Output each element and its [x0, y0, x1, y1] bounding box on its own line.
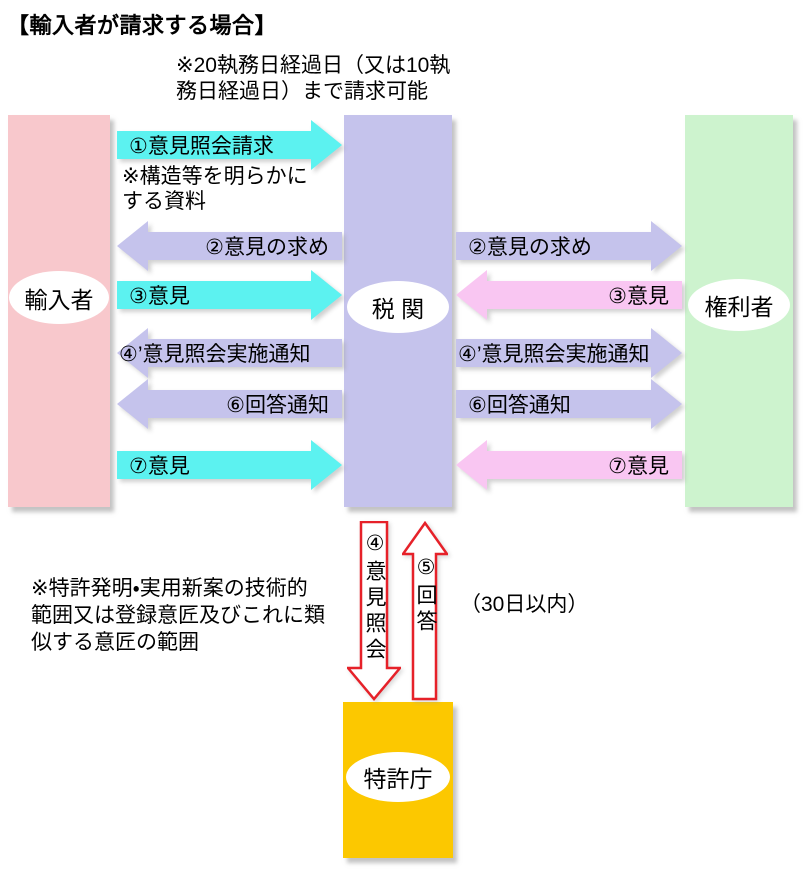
arrow-label: ④’意見照会実施通知 — [458, 343, 650, 366]
down-arrow-outline-icon — [345, 520, 403, 701]
arrow-shaft — [117, 131, 312, 159]
arrow-label: ③意見 — [608, 285, 669, 308]
response-limit-note: （30日以内） — [460, 593, 589, 616]
arrow-label: ④’意見照会実施通知 — [119, 343, 311, 366]
importer-label: 輸入者 — [9, 271, 109, 324]
arrow-label: ②意見の求め — [468, 236, 592, 259]
customs-label: 税 関 — [347, 281, 449, 333]
arrow-response-notice-to-importer: ⑥回答通知 — [117, 379, 342, 429]
arrow-response-from-patent-office: ⑤回答 — [400, 520, 450, 701]
arrow-shaft — [486, 451, 682, 479]
right-arrowhead-icon — [651, 221, 682, 271]
arrow-shaft — [456, 232, 652, 260]
arrow-inquiry-notice-to-rights-holder: ④’意見照会実施通知 — [456, 328, 682, 378]
arrow-request-for-opinion-to-rights-holder: ②意見の求め — [456, 221, 682, 271]
rights-holder-label: 権利者 — [688, 279, 790, 331]
arrow-opinion-inquiry-to-patent-office: ④意見照会 — [345, 520, 403, 701]
deadline-note: ※20執務日経過日（又は10執 務日経過日）まで請求可能 — [176, 54, 451, 104]
up-arrow-outline-icon — [400, 520, 450, 701]
arrow-label: ⑦意見 — [129, 455, 190, 478]
arrow-opinion-from-rights-holder: ③意見 — [456, 270, 682, 320]
right-arrowhead-icon — [651, 328, 682, 378]
arrow-shaft — [456, 390, 652, 418]
arrow-response-notice-to-rights-holder: ⑥回答通知 — [456, 379, 682, 429]
arrow-label: ②意見の求め — [205, 236, 329, 259]
scope-note: ※特許発明・実用新案の技術的 範囲又は登録意匠及びこれに類 似する意匠の範囲 — [31, 577, 325, 654]
right-arrowhead-icon — [311, 120, 342, 170]
arrow-final-opinion-from-rights-holder: ⑦意見 — [456, 440, 682, 490]
arrow-label: ⑦意見 — [608, 455, 669, 478]
arrow-label: ⑥回答通知 — [468, 394, 571, 417]
arrow-shaft — [147, 232, 342, 260]
right-arrowhead-icon — [311, 270, 342, 320]
arrow-label: ⑥回答通知 — [226, 394, 329, 417]
arrow-shaft — [486, 281, 682, 309]
arrow-final-opinion-from-importer: ⑦意見 — [117, 440, 342, 490]
arrow-opinion-from-importer: ③意見 — [117, 270, 342, 320]
arrow-shaft — [117, 281, 312, 309]
arrow-label: ③意見 — [129, 285, 190, 308]
right-arrowhead-icon — [651, 379, 682, 429]
arrow-label: ⑤回答 — [414, 555, 437, 636]
right-arrowhead-icon — [311, 440, 342, 490]
arrow-shaft — [147, 339, 342, 367]
page-title: 【輸入者が請求する場合】 — [7, 13, 278, 38]
rights-holder-box: 権利者 — [685, 115, 793, 507]
arrow-opinion-inquiry-request: ①意見照会請求 — [117, 120, 342, 170]
arrow-shaft — [147, 390, 342, 418]
arrow-shaft — [456, 339, 652, 367]
patent-office-box: 特許庁 — [343, 702, 453, 858]
importer-box: 輸入者 — [8, 115, 110, 507]
left-arrowhead-icon — [456, 270, 487, 320]
materials-note: ※構造等を明らかに する資料 — [122, 165, 308, 214]
patent-office-label: 特許庁 — [346, 752, 450, 802]
left-arrowhead-icon — [117, 328, 148, 378]
left-arrowhead-icon — [456, 440, 487, 490]
arrow-request-for-opinion-to-importer: ②意見の求め — [117, 221, 342, 271]
arrow-shaft — [117, 451, 312, 479]
left-arrowhead-icon — [117, 221, 148, 271]
left-arrowhead-icon — [117, 379, 148, 429]
customs-box: 税 関 — [344, 115, 452, 507]
arrow-inquiry-notice-to-importer: ④’意見照会実施通知 — [117, 328, 342, 378]
arrow-label: ①意見照会請求 — [129, 135, 274, 158]
arrow-label: ④意見照会 — [363, 531, 386, 664]
